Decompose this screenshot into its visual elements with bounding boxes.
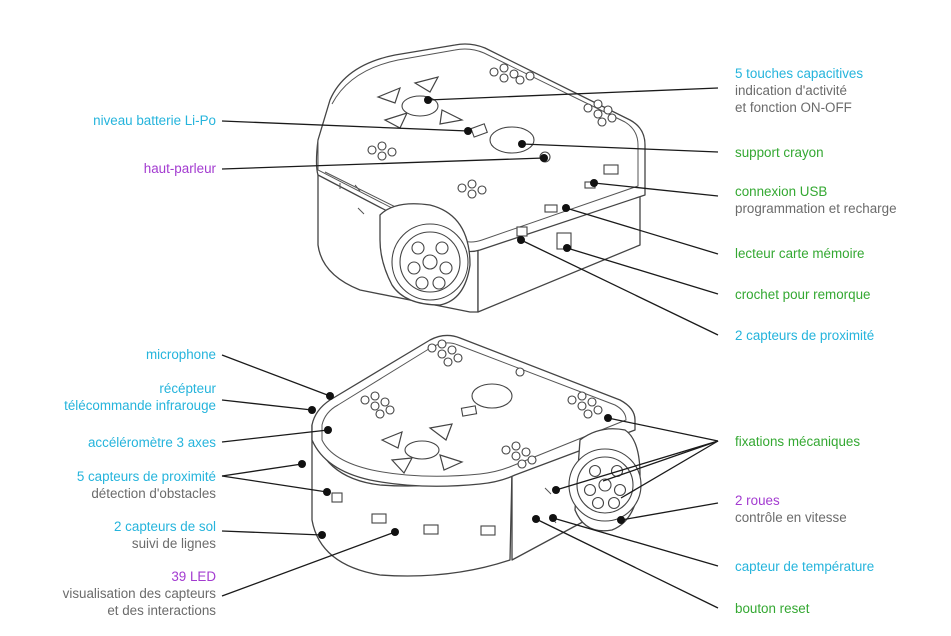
label-hp: haut-parleur — [144, 160, 216, 177]
label-prox5-title: 5 capteurs de proximité — [76, 469, 216, 484]
label-crochet-title: crochet pour remorque — [735, 287, 871, 302]
label-batterie: niveau batterie Li-Po — [93, 112, 216, 129]
label-crayon-title: support crayon — [735, 145, 824, 160]
robot-bottom-view — [311, 334, 642, 577]
label-fixations: fixations mécaniques — [735, 433, 860, 450]
label-sol: 2 capteurs de sol suivi de lignes — [114, 518, 216, 552]
label-led-title: 39 LED — [171, 569, 216, 584]
callout-lines — [221, 87, 719, 609]
label-led: 39 LED visualisation des capteurs et des… — [63, 568, 216, 619]
label-hp-title: haut-parleur — [143, 161, 216, 176]
label-recepteur: récépteur télécommande infrarouge — [64, 380, 216, 414]
label-accel-title: accéléromètre 3 axes — [87, 435, 216, 450]
label-roues-title: 2 roues — [735, 493, 780, 508]
label-prox2-title: 2 capteurs de proximité — [735, 328, 875, 343]
label-sol-line-1: suivi de lignes — [131, 536, 216, 551]
label-fixations-title: fixations mécaniques — [735, 434, 861, 449]
label-touches-title: 5 touches capacitives — [735, 66, 864, 81]
robot-top-view — [315, 43, 646, 313]
label-micro-title: microphone — [146, 347, 216, 362]
label-roues-line-1: contrôle en vitesse — [735, 510, 847, 525]
label-batterie-title: niveau batterie Li-Po — [93, 113, 216, 128]
label-roues: 2 roues contrôle en vitesse — [735, 492, 847, 526]
label-telecommande-title: télécommande infrarouge — [64, 398, 216, 413]
label-carte-title: lecteur carte mémoire — [735, 246, 865, 261]
label-usb-title: connexion USB — [735, 184, 828, 199]
label-led-line-2: et des interactions — [107, 603, 216, 618]
label-reset-title: bouton reset — [735, 601, 810, 616]
label-recepteur-title: récépteur — [159, 381, 216, 396]
label-touches-line-1: indication d'activité — [735, 83, 847, 98]
label-crayon: support crayon — [735, 144, 824, 161]
label-reset: bouton reset — [735, 600, 809, 617]
label-temp-title: capteur de température — [735, 559, 875, 574]
label-usb-line-1: programmation et recharge — [735, 201, 897, 216]
label-crochet: crochet pour remorque — [735, 286, 870, 303]
label-sol-title: 2 capteurs de sol — [114, 519, 216, 534]
label-prox2: 2 capteurs de proximité — [735, 327, 874, 344]
label-accel: accéléromètre 3 axes — [88, 434, 216, 451]
label-touches: 5 touches capacitives indication d'activ… — [735, 65, 863, 116]
label-temp: capteur de température — [735, 558, 874, 575]
label-usb: connexion USB programmation et recharge — [735, 183, 897, 217]
label-prox5: 5 capteurs de proximité détection d'obst… — [77, 468, 216, 502]
label-led-line-1: visualisation des capteurs — [62, 586, 216, 601]
label-micro: microphone — [146, 346, 216, 363]
label-touches-line-2: et fonction ON-OFF — [735, 100, 852, 115]
label-carte: lecteur carte mémoire — [735, 245, 865, 262]
label-prox5-line-1: détection d'obstacles — [91, 486, 216, 501]
